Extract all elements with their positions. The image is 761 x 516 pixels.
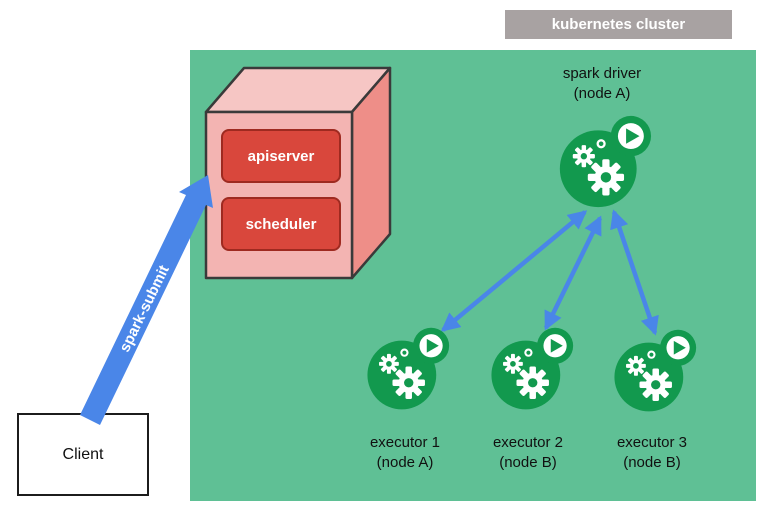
spark-submit-arrow-shape	[80, 175, 213, 425]
executor-2-node: (node B)	[499, 454, 557, 471]
apiserver-box: apiserver	[221, 129, 341, 183]
executor-3-icon	[614, 330, 696, 412]
driver-executor-arrows	[440, 209, 659, 336]
arrow-driver-executor-1	[440, 210, 588, 332]
spark-submit-label: spark-submit	[116, 263, 173, 355]
arrow-driver-executor-3	[610, 209, 659, 336]
executor-1-label: executor 1 (node A)	[343, 433, 467, 473]
executor-1-icon	[367, 328, 449, 410]
spark-driver-node: (node A)	[573, 85, 631, 102]
spark-submit-arrow: spark-submit	[80, 175, 213, 425]
client-box: Client	[17, 413, 149, 496]
spark-driver-label: spark driver (node A)	[527, 64, 677, 104]
executor-3-label: executor 3 (node B)	[590, 433, 714, 473]
client-label: Client	[62, 445, 104, 463]
executor-2-label: executor 2 (node B)	[466, 433, 590, 473]
arrow-driver-executor-2	[543, 215, 603, 331]
spark-driver-icon	[560, 116, 651, 207]
scheduler-box: scheduler	[221, 197, 341, 251]
executor-1-title: executor 1	[369, 434, 441, 451]
executor-3-title: executor 3	[616, 434, 688, 451]
spark-driver-title: spark driver	[562, 65, 642, 82]
kubernetes-cluster-label: kubernetes cluster	[505, 10, 732, 39]
executor-2-title: executor 2	[492, 434, 564, 451]
executor-1-node: (node A)	[376, 454, 434, 471]
executor-2-icon	[491, 328, 573, 410]
executor-3-node: (node B)	[623, 454, 681, 471]
